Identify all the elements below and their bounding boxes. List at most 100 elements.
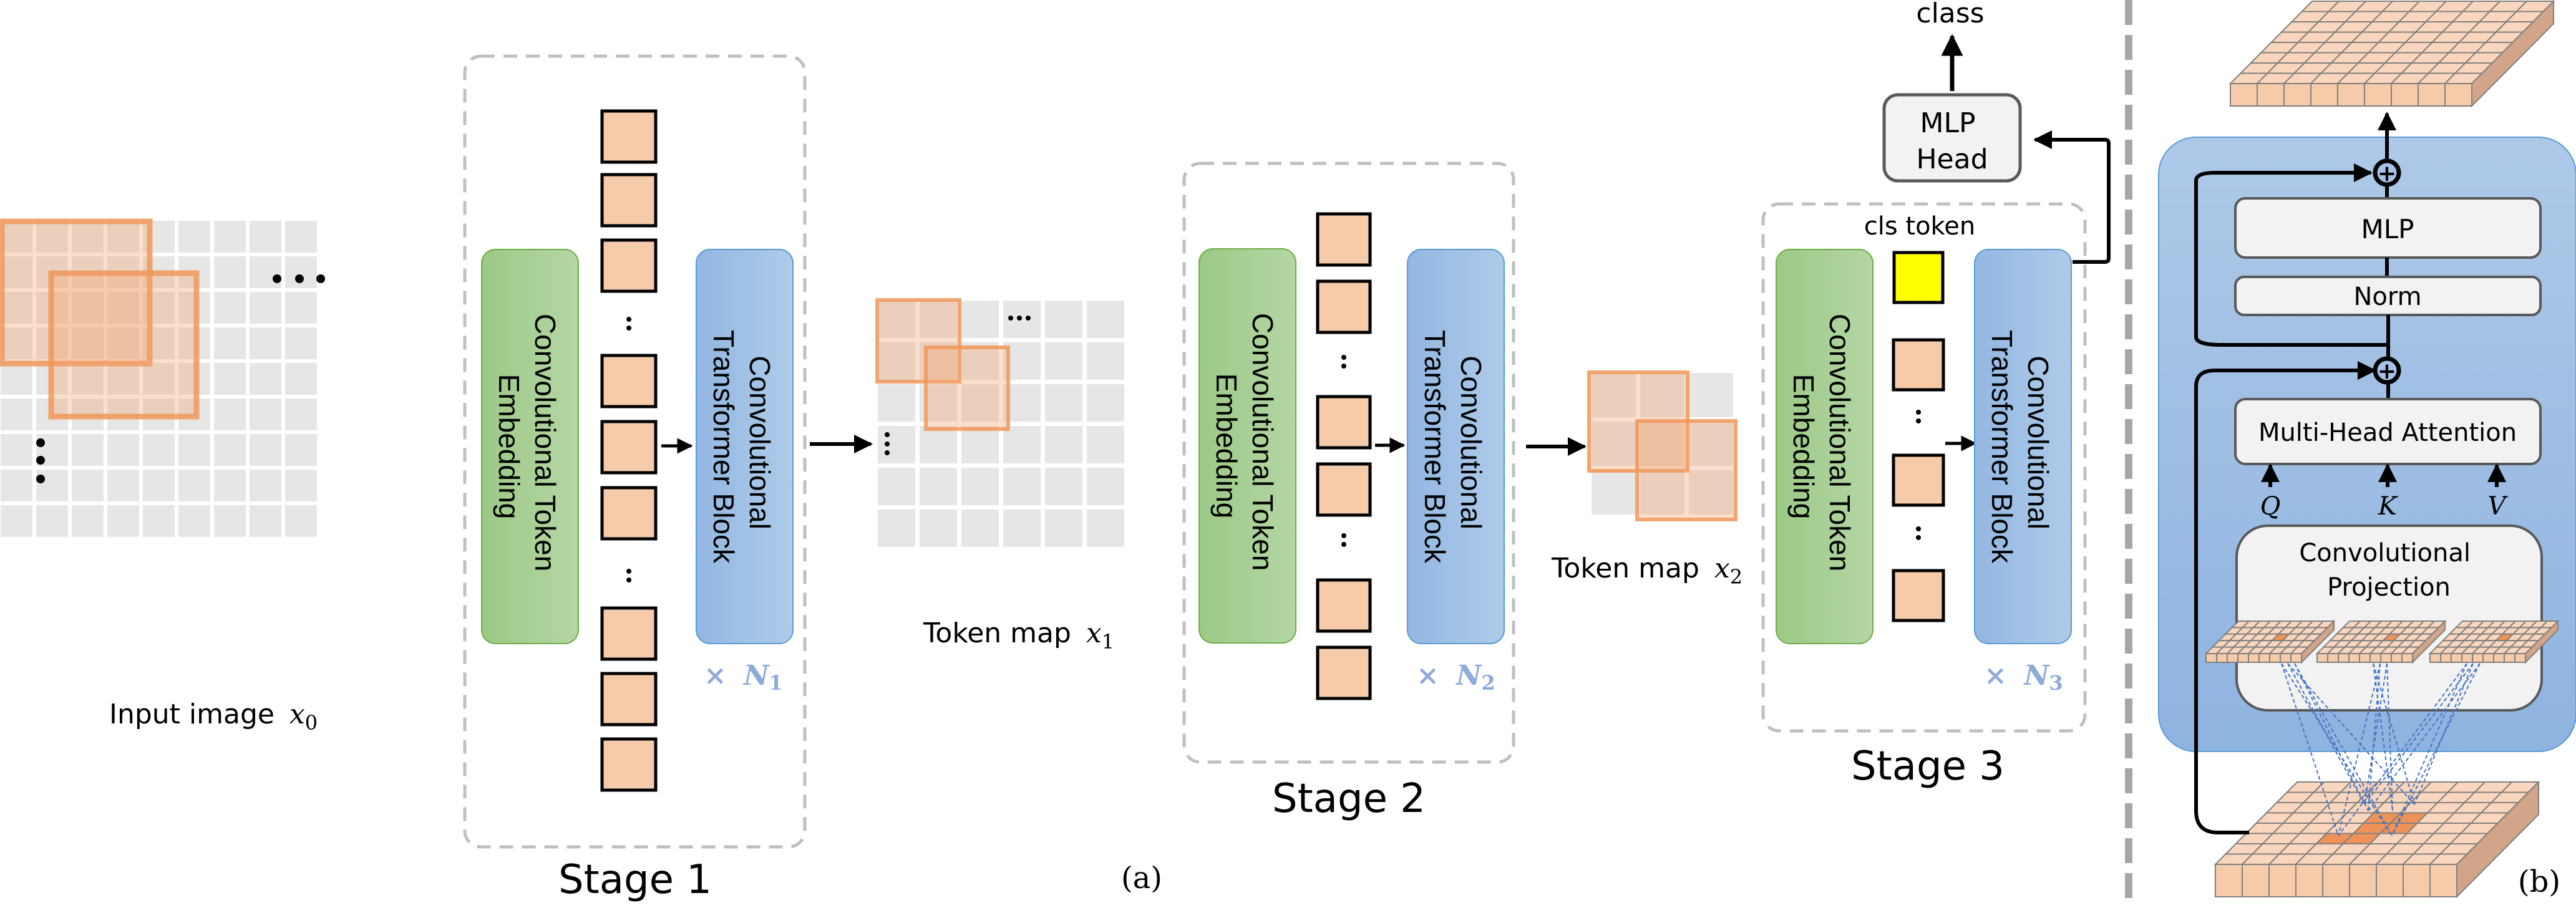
panel-b: + MLP Norm + Multi-Head Attention Q K V … (2158, 0, 2576, 899)
grid-cell (285, 434, 317, 466)
stage-3-border (1761, 202, 2087, 733)
tensor-front-cell (2403, 864, 2431, 897)
kernel-line (2364, 663, 2474, 805)
token (1316, 462, 1372, 517)
grid-cell (107, 470, 139, 501)
panel-a-label: (a) (1121, 861, 1162, 896)
ellipsis-dot (626, 569, 631, 574)
stage-3-token-sequence (1892, 338, 1945, 622)
grid-cell (250, 434, 281, 466)
grid-cell (1087, 426, 1124, 463)
grid-cell (250, 292, 281, 324)
token-map-1-patches (875, 298, 1010, 431)
grid-cell (72, 327, 104, 359)
tensor-front-cell (2418, 83, 2446, 107)
grid-cell (1, 363, 32, 395)
stage-3-repeat-count: × N3 (1984, 660, 2063, 695)
token (600, 672, 658, 727)
stage-2-conv-transformer-block (1407, 249, 1505, 644)
grid-cell (1640, 470, 1684, 514)
tensor-front-cell (2327, 653, 2339, 663)
grid-cell (214, 327, 246, 359)
token (1892, 569, 1945, 622)
tensor-front-cell (2242, 864, 2270, 897)
grid-cell (1592, 373, 1636, 417)
grid-cell (1045, 301, 1082, 338)
grid-cell (285, 363, 317, 395)
svg-text:Convolutional Token Embe: Convolutional Token Embedding (493, 314, 561, 579)
grid-cell (1003, 426, 1041, 463)
grid-cell (920, 426, 957, 463)
grid-cell (143, 363, 175, 395)
grid-cell (1045, 510, 1082, 547)
grid-cell (1, 292, 32, 324)
stage-2-title: Stage 2 (1272, 776, 1426, 822)
input-token-tensor (2214, 780, 2540, 899)
grid-cell (1, 505, 32, 537)
grid-cell (1592, 422, 1636, 466)
tensor-front-cell (2461, 653, 2473, 663)
plus-icon-top: + (2378, 161, 2396, 186)
grid-cell (72, 505, 104, 537)
tensor-front-cell (2216, 653, 2228, 663)
ellipsis-dot (626, 317, 631, 322)
output-token-tensor (2228, 0, 2555, 108)
grid-cell (107, 327, 139, 359)
qkv-projection-tensors (2204, 619, 2560, 664)
multi-head-attention-label: Multi-Head Attention (2258, 418, 2517, 447)
tensor-front-cell (2230, 83, 2258, 107)
kernel-line (2281, 663, 2339, 836)
tensor-front-cell (2401, 653, 2413, 663)
grid-cell (250, 363, 281, 395)
grid-cell (36, 505, 68, 537)
grid-cell (1045, 384, 1082, 422)
tensor-front-cell (2295, 864, 2323, 897)
grid-cell (250, 398, 281, 430)
tensor-front-cell (2380, 653, 2392, 663)
tensor-front-cell (2369, 653, 2381, 663)
qkv-arrows (2261, 463, 2506, 487)
grid-cell (250, 505, 281, 537)
tensor-front-cell (2376, 864, 2404, 897)
svg-text:Convolutional Transforme: Convolutional Transformer Block (1986, 330, 2054, 564)
cls-token (1892, 251, 1945, 304)
tensor-front-cell (2472, 653, 2484, 663)
ellipsis-dot (1341, 542, 1346, 547)
tensor-front-cell (2205, 653, 2217, 663)
plus-icon-bottom: + (2378, 359, 2396, 384)
grid-cell (1003, 510, 1041, 547)
grid-cell (36, 470, 68, 501)
tensor-front-cell (2391, 83, 2419, 107)
token (1892, 453, 1945, 507)
token-map-1-grid (878, 301, 1124, 547)
grid-cell (214, 470, 246, 501)
tensor-front-cell (2364, 83, 2392, 107)
grid-cell (878, 384, 915, 422)
grid-cell (214, 292, 246, 324)
grid-cell (72, 292, 104, 324)
token (1316, 212, 1372, 267)
grid-cell (1045, 426, 1082, 463)
grid-cell (878, 342, 915, 380)
svg-text:Convolutional Token Embe: Convolutional Token Embedding (1210, 313, 1279, 579)
stage-3-conv-token-embedding (1776, 249, 1874, 644)
grid-cell (1689, 470, 1733, 514)
grid-cell (107, 434, 139, 466)
tensor-front-cell (2514, 653, 2526, 663)
grid-cell (1003, 468, 1041, 505)
tensor-side (2471, 0, 2554, 108)
grid-cell (878, 301, 915, 338)
token (600, 420, 658, 475)
grid-cell (285, 327, 317, 359)
tensor-front-cell (2227, 653, 2238, 663)
stage-1-border (463, 54, 807, 849)
tensor-front-cell (2444, 83, 2472, 107)
mlp-head-label: MLP Head (1916, 107, 1988, 175)
grid-cell (961, 510, 999, 547)
kernel-line (2338, 663, 2381, 836)
tensor-front-cell (2257, 83, 2285, 107)
projection-kernel-lines (2281, 663, 2481, 836)
input-ellipsis-vertical (36, 438, 45, 483)
grid-cell (214, 434, 246, 466)
